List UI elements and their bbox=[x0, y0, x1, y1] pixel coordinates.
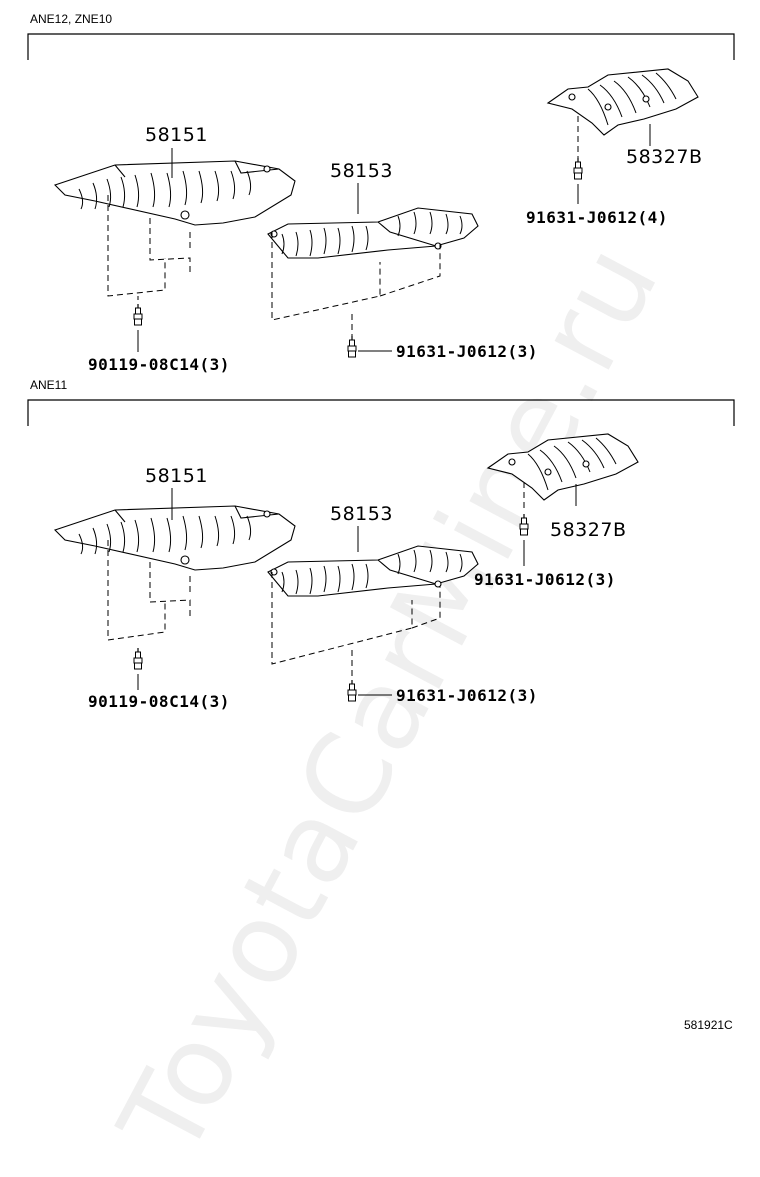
part-number-90119[interactable]: 90119-08C14(3) bbox=[88, 355, 230, 374]
part-number-58327b[interactable]: 58327B bbox=[550, 519, 627, 541]
part-number-58151[interactable]: 58151 bbox=[145, 465, 208, 487]
part-number-91631[interactable]: 91631-J0612(3) bbox=[396, 686, 538, 705]
part-number-90119[interactable]: 90119-08C14(3) bbox=[88, 692, 230, 711]
part-number-58151[interactable]: 58151 bbox=[145, 124, 208, 146]
section-2-frame bbox=[27, 399, 735, 426]
bolt-91631-icon bbox=[347, 679, 357, 702]
heat-shield-58153-drawing bbox=[267, 207, 479, 259]
parts-diagram bbox=[27, 33, 735, 702]
variant-label: ANE12, ZNE10 bbox=[30, 12, 113, 26]
section-1-diagram bbox=[27, 33, 735, 358]
heat-shield-58327b-drawing bbox=[487, 433, 639, 501]
section-2-diagram bbox=[27, 399, 735, 702]
part-number-91631-c[interactable]: 91631-J0612(3) bbox=[474, 570, 616, 589]
part-number-58153[interactable]: 58153 bbox=[330, 503, 393, 525]
document-id: 581921C bbox=[684, 1018, 733, 1032]
part-number-58327b[interactable]: 58327B bbox=[626, 146, 703, 168]
section-1-frame bbox=[27, 33, 735, 60]
bolt-91631-c-icon bbox=[573, 157, 583, 180]
bolt-91631-c-icon bbox=[519, 513, 529, 536]
heat-shield-58151-drawing bbox=[54, 505, 296, 571]
heat-shield-58153-drawing bbox=[267, 545, 479, 597]
heat-shield-58327b-drawing bbox=[547, 68, 699, 136]
part-number-58153[interactable]: 58153 bbox=[330, 160, 393, 182]
variant-label: ANE11 bbox=[30, 378, 68, 392]
part-number-91631-c[interactable]: 91631-J0612(4) bbox=[526, 208, 668, 227]
bolt-90119-icon bbox=[133, 303, 143, 326]
heat-shield-58151-drawing bbox=[54, 160, 296, 226]
part-number-91631[interactable]: 91631-J0612(3) bbox=[396, 342, 538, 361]
bolt-91631-icon bbox=[347, 335, 357, 358]
bolt-90119-icon bbox=[133, 647, 143, 670]
